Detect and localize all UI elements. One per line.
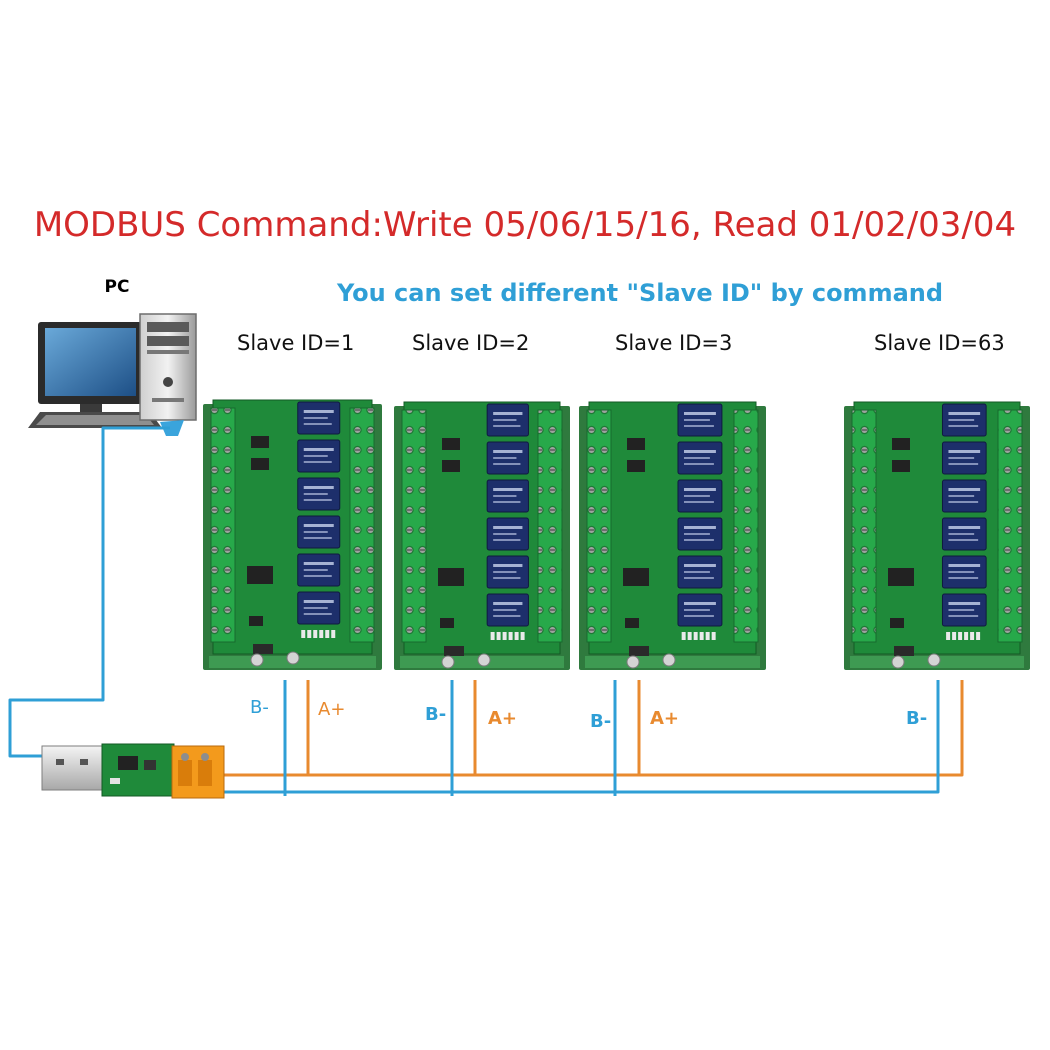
usb-cable: [8, 426, 170, 758]
b-minus-label-3: B-: [590, 711, 612, 732]
a-plus-label-1: A+: [318, 699, 346, 720]
relay-boards: [203, 399, 1030, 670]
pc-label: PC: [104, 277, 130, 297]
a-plus-label-3: A+: [650, 708, 680, 729]
slave-label-1: Slave ID=1: [237, 331, 355, 355]
rs485-wiring: [8, 426, 964, 796]
b-minus-label-2: B-: [425, 704, 447, 725]
slave-label-63: Slave ID=63: [874, 331, 1005, 355]
relay-board-3: [579, 401, 766, 670]
b-bus-wire: [222, 680, 940, 794]
diagram-title: MODBUS Command:Write 05/06/15/16, Read 0…: [33, 205, 1017, 245]
b-minus-label-1: B-: [250, 697, 269, 718]
relay-board-2: [394, 401, 570, 670]
slave-label-3: Slave ID=3: [615, 331, 733, 355]
diagram-subtitle: You can set different "Slave ID" by comm…: [336, 279, 944, 307]
slave-label-2: Slave ID=2: [412, 331, 530, 355]
relay-board-1: [203, 399, 382, 670]
usb-rs485-adapter: [41, 743, 225, 799]
relay-board-4: [844, 401, 1030, 670]
a-plus-label-2: A+: [488, 708, 518, 729]
pc-computer-icon: [28, 313, 197, 436]
b-minus-label-63: B-: [906, 708, 928, 729]
a-bus-wire: [222, 680, 964, 777]
